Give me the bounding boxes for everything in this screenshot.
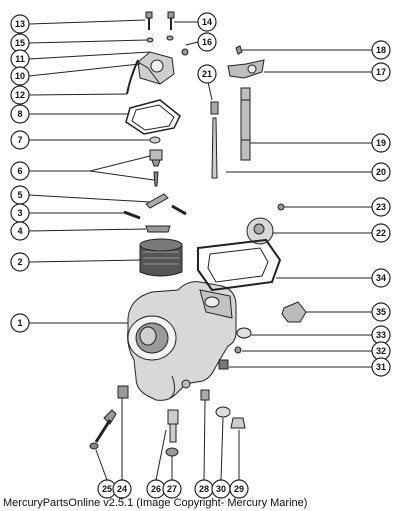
callout-3-label: 3 — [17, 208, 22, 218]
callout-24-label: 24 — [117, 484, 127, 494]
callout-26-label: 26 — [151, 484, 161, 494]
float-hinge-pin — [123, 193, 187, 233]
callout-10-label: 10 — [15, 71, 25, 81]
callout-22[interactable]: 22 — [371, 223, 391, 243]
callout-18[interactable]: 18 — [371, 40, 391, 60]
callout-22-label: 22 — [376, 228, 386, 238]
callout-1[interactable]: 1 — [10, 313, 30, 333]
callout-2-label: 2 — [17, 257, 22, 267]
callout-16-label: 16 — [202, 37, 212, 47]
callout-31-label: 31 — [376, 362, 386, 372]
callout-12-label: 12 — [15, 90, 25, 100]
callout-34[interactable]: 34 — [371, 268, 391, 288]
callout-18-label: 18 — [376, 45, 386, 55]
callout-27-label: 27 — [167, 484, 177, 494]
callout-23[interactable]: 23 — [371, 197, 391, 217]
callout-11[interactable]: 11 — [10, 49, 30, 69]
cover-gasket — [125, 99, 181, 135]
callout-17[interactable]: 17 — [371, 62, 391, 82]
callout-13-label: 13 — [15, 19, 25, 29]
callout-3[interactable]: 3 — [10, 203, 30, 223]
callout-30-label: 30 — [216, 484, 226, 494]
callout-8[interactable]: 8 — [10, 104, 30, 124]
callout-35[interactable]: 35 — [371, 302, 391, 322]
callout-31[interactable]: 31 — [371, 357, 391, 377]
adjustment-knob — [246, 203, 285, 245]
throttle-shaft — [240, 87, 251, 161]
callout-17-label: 17 — [376, 67, 386, 77]
callout-14[interactable]: 14 — [197, 12, 217, 32]
callout-32-label: 32 — [376, 346, 386, 356]
callout-25-label: 25 — [102, 484, 112, 494]
copyright-caption: MercuryPartsOnline v2.5.1 (Image Copyrig… — [3, 497, 308, 509]
callout-21-label: 21 — [202, 69, 212, 79]
callout-24[interactable]: 24 — [112, 479, 132, 499]
callout-29[interactable]: 29 — [229, 479, 249, 499]
callout-29-label: 29 — [234, 484, 244, 494]
float — [139, 238, 183, 277]
callout-5[interactable]: 5 — [10, 185, 30, 205]
callout-7-label: 7 — [17, 135, 22, 145]
throttle-lever-assembly — [227, 45, 265, 79]
callout-20[interactable]: 20 — [371, 162, 391, 182]
callout-34-label: 34 — [376, 273, 386, 283]
fuel-inlet-hose — [126, 59, 139, 95]
callout-19-label: 19 — [376, 138, 386, 148]
callout-10[interactable]: 10 — [10, 66, 30, 86]
callout-35-label: 35 — [376, 307, 386, 317]
mounting-gasket — [197, 238, 282, 292]
callout-2[interactable]: 2 — [10, 252, 30, 272]
callout-27[interactable]: 27 — [162, 479, 182, 499]
callout-5-label: 5 — [17, 190, 22, 200]
callout-6-label: 6 — [17, 166, 22, 176]
small-parts-31-33 — [218, 327, 252, 370]
callout-28[interactable]: 28 — [194, 479, 214, 499]
callout-21[interactable]: 21 — [197, 64, 217, 84]
lower-parts-24-30 — [89, 385, 246, 457]
callout-1-label: 1 — [17, 318, 22, 328]
callout-33[interactable]: 33 — [371, 325, 391, 345]
inlet-needle-seat — [149, 149, 163, 187]
callout-7[interactable]: 7 — [10, 130, 30, 150]
callout-15-label: 15 — [15, 38, 25, 48]
callout-19[interactable]: 19 — [371, 133, 391, 153]
callout-32[interactable]: 32 — [371, 341, 391, 361]
callout-16[interactable]: 16 — [197, 32, 217, 52]
callout-4[interactable]: 4 — [10, 221, 30, 241]
callout-23-label: 23 — [376, 202, 386, 212]
top-screws — [145, 11, 189, 56]
callout-6[interactable]: 6 — [10, 161, 30, 181]
callout-12[interactable]: 12 — [10, 85, 30, 105]
callout-15[interactable]: 15 — [10, 33, 30, 53]
fitting-35 — [281, 301, 307, 323]
carburetor-body — [127, 281, 237, 401]
callout-13[interactable]: 13 — [10, 14, 30, 34]
callout-33-label: 33 — [376, 330, 386, 340]
callout-4-label: 4 — [17, 226, 22, 236]
float-bowl-cover — [137, 51, 175, 85]
leader-lines — [28, 19, 372, 481]
main-jet-tube — [210, 101, 219, 179]
callout-14-label: 14 — [202, 17, 212, 27]
callout-20-label: 20 — [376, 167, 386, 177]
callout-26[interactable]: 26 — [146, 479, 166, 499]
callout-28-label: 28 — [199, 484, 209, 494]
callout-11-label: 11 — [15, 54, 25, 64]
callout-30[interactable]: 30 — [211, 479, 231, 499]
small-washer — [149, 136, 161, 144]
callout-8-label: 8 — [17, 109, 22, 119]
